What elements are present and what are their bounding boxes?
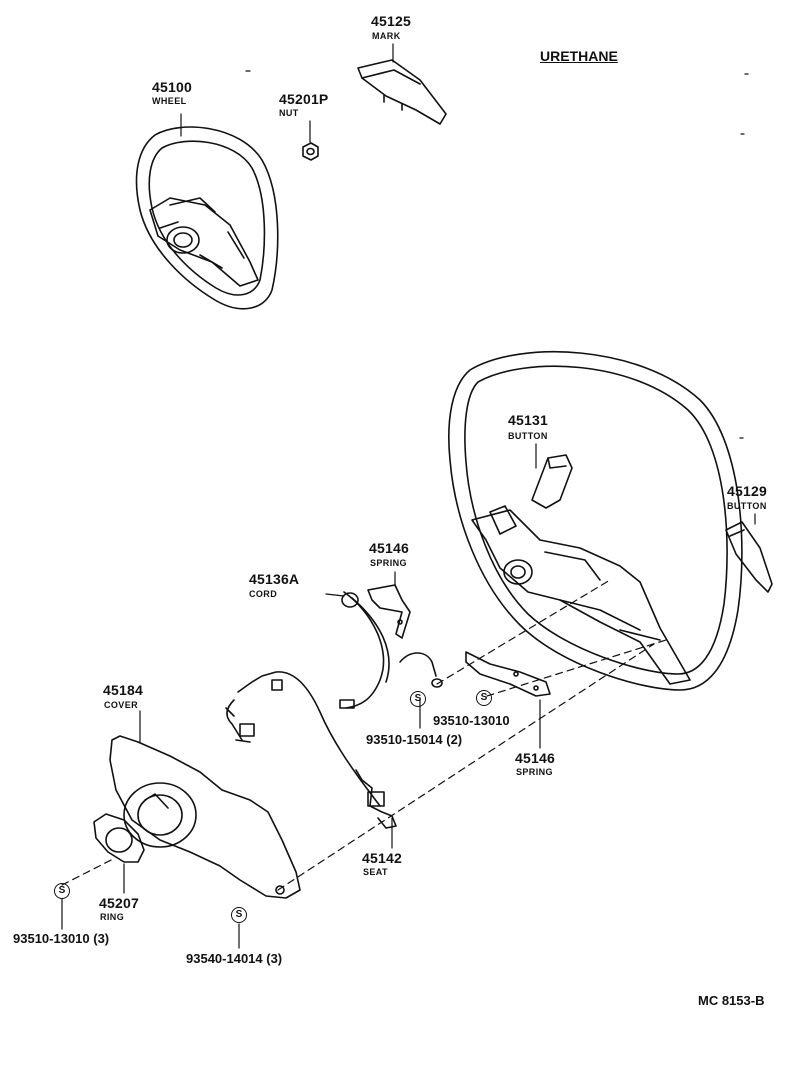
standard-part-symbol: S <box>231 907 247 923</box>
part-number-cover: 45184 <box>103 682 143 698</box>
part-number-wheel: 45100 <box>152 79 192 95</box>
mark-part <box>357 59 447 125</box>
part-name-spring-a: SPRING <box>370 558 407 568</box>
part-name-ring: RING <box>100 912 125 922</box>
part-number-spring-a: 45146 <box>369 540 409 556</box>
part-name-cord: CORD <box>249 589 278 599</box>
part-name-seat: SEAT <box>363 867 388 877</box>
part-number-button-b: 45129 <box>727 483 767 499</box>
small-steering-wheel <box>135 126 279 310</box>
part-name-button-a: BUTTON <box>508 431 548 441</box>
ring-part <box>93 813 145 863</box>
screw-ref-s4: 93540-14014 (3) <box>186 951 283 966</box>
part-name-wheel: WHEEL <box>152 96 187 106</box>
speckle-marks <box>245 70 749 439</box>
part-number-mark: 45125 <box>371 13 411 29</box>
screw-ref-s1: 93510-13010 <box>433 713 510 728</box>
part-number-cord: 45136A <box>249 571 300 587</box>
part-number-spring-b: 45146 <box>515 750 555 766</box>
part-number-ring: 45207 <box>99 895 139 911</box>
standard-part-symbol: S <box>410 691 426 707</box>
large-steering-wheel <box>448 350 743 691</box>
part-number-nut: 45201P <box>279 91 329 107</box>
leader-lines <box>61 43 756 949</box>
wire-harness-part <box>225 671 397 829</box>
screw-ref-s3: 93510-13010 (3) <box>13 931 110 946</box>
spring-upper-part <box>367 584 411 639</box>
part-name-nut: NUT <box>279 108 299 118</box>
nut-part <box>302 142 319 161</box>
screw-ref-s2: 93510-15014 (2) <box>366 732 463 747</box>
part-number-button-a: 45131 <box>508 412 548 428</box>
button-45129-part <box>725 521 773 593</box>
part-name-mark: MARK <box>372 31 401 41</box>
part-number-seat: 45142 <box>362 850 402 866</box>
standard-part-symbol: S <box>476 690 492 706</box>
urethane-header: URETHANE <box>540 48 618 64</box>
spring-lower-part <box>465 651 551 697</box>
alignment-lines <box>61 579 667 891</box>
cord-part <box>339 591 443 709</box>
part-name-spring-b: SPRING <box>516 767 553 777</box>
diagram-code: MC 8153-B <box>698 993 765 1008</box>
cover-part <box>109 735 301 899</box>
part-name-cover: COVER <box>104 700 139 710</box>
button-45131-part <box>531 454 573 509</box>
part-name-button-b: BUTTON <box>727 501 767 511</box>
standard-part-symbol: S <box>54 883 70 899</box>
